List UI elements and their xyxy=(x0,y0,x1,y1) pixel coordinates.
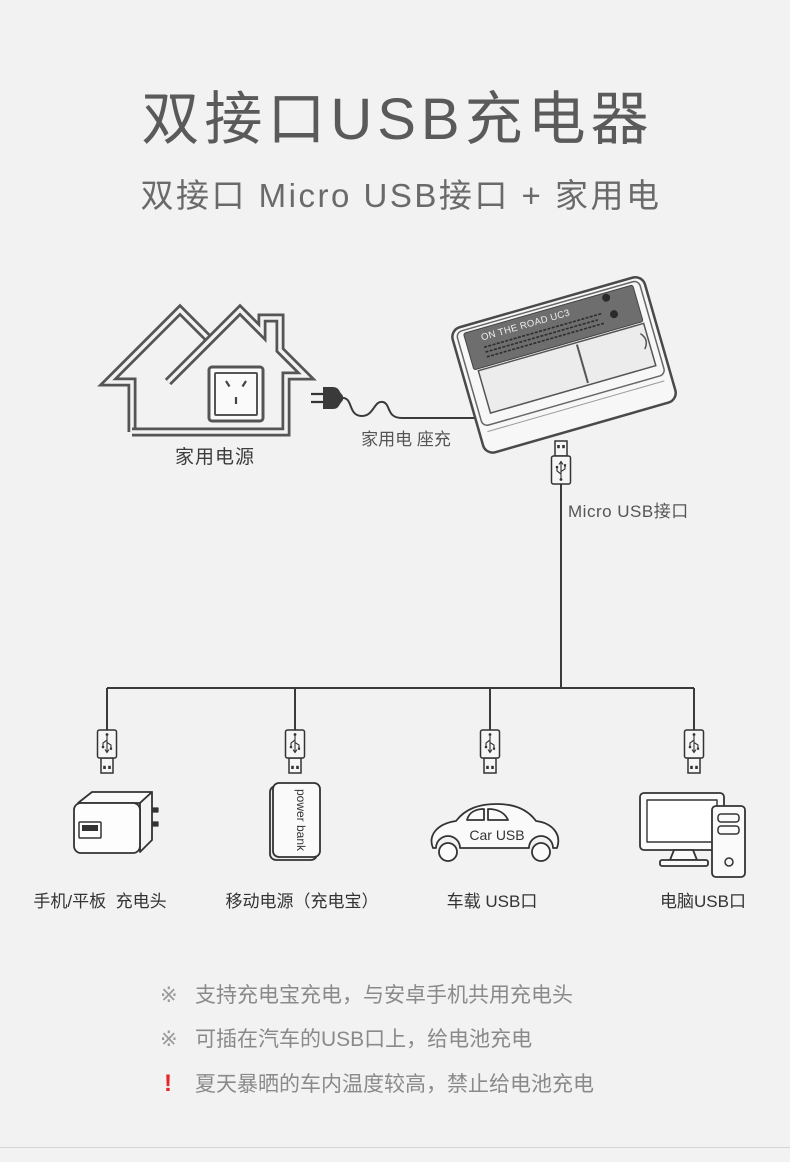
note-text: 可插在汽车的USB口上，给电池充电 xyxy=(195,1028,533,1051)
usb-plug-icon-computer xyxy=(683,729,705,774)
power-source-label: 家用电源 xyxy=(174,447,255,468)
device-label-computer: 电脑USB口 xyxy=(660,892,746,911)
wall-adapter-icon xyxy=(73,791,159,854)
charger-slot-notch xyxy=(639,333,648,350)
reference-mark-icon: ※ xyxy=(160,1028,178,1051)
charger-front-face-line xyxy=(487,380,665,433)
device-label-car: 车载 USB口 xyxy=(446,892,538,911)
wall-socket-icon xyxy=(207,365,265,423)
micro-usb-label: Micro USB接口 xyxy=(568,502,689,521)
pc-drive-bay-2 xyxy=(717,825,740,835)
power-bank-body xyxy=(272,782,321,858)
page-title: 双接口USB充电器 xyxy=(141,87,654,152)
pc-tower xyxy=(711,805,746,878)
power-cable xyxy=(342,397,476,419)
back-house-outline xyxy=(97,303,214,432)
plug-body xyxy=(323,387,343,409)
power-plug-icon xyxy=(311,387,343,409)
usb-plug-icon xyxy=(550,440,572,485)
house-outlet-icon xyxy=(97,303,317,437)
monitor-screen xyxy=(646,799,718,843)
note-item: ※ 可插在汽车的USB口上，给电池充电 xyxy=(160,1026,760,1070)
usb-plug-icon-wall-adapter xyxy=(96,729,118,774)
power-bank-icon: power bank xyxy=(269,782,321,861)
adapter-side-face xyxy=(139,791,153,853)
cable-label: 家用电 座充 xyxy=(361,430,451,449)
car-wheel-rear xyxy=(438,842,458,862)
charger-fine-print xyxy=(483,312,605,358)
pc-drive-bay-1 xyxy=(717,813,740,823)
connection-lines xyxy=(106,484,695,730)
bottom-divider xyxy=(0,1147,790,1148)
charger-slot-divider xyxy=(575,344,589,384)
notes-list: ※ 支持充电宝充电，与安卓手机共用充电头 ※ 可插在汽车的USB口上，给电池充电 !… xyxy=(160,982,760,1114)
car-window-rear xyxy=(466,808,485,821)
car-usb-text: Car USB xyxy=(469,827,524,843)
car-body xyxy=(430,803,560,849)
back-house-outline-inner xyxy=(103,307,212,432)
usb-plug-icon-car xyxy=(479,729,501,774)
adapter-usb-port-tongue xyxy=(82,825,98,831)
battery-charger-icon: ON THE ROAD UC3 xyxy=(451,275,677,454)
note-item: ※ 支持充电宝充电，与安卓手机共用充电头 xyxy=(160,982,760,1026)
device-label-wall-adapter: 手机/平板 充电头 xyxy=(33,892,167,911)
car-window-front xyxy=(487,808,509,821)
power-bank-text: power bank xyxy=(294,789,308,852)
monitor-base xyxy=(659,859,709,867)
front-house-outline-inner xyxy=(132,307,311,434)
reference-mark-icon: ※ xyxy=(160,984,178,1007)
note-text: 支持充电宝充电，与安卓手机共用充电头 xyxy=(195,984,573,1007)
computer-icon xyxy=(639,792,746,878)
page-subtitle: 双接口 Micro USB接口 + 家用电 xyxy=(140,177,662,214)
usb-plug-icon-power-bank xyxy=(284,729,306,774)
monitor-stand xyxy=(669,849,698,861)
warning-note-item: ! 夏天暴晒的车内温度较高，禁止给电池充电 xyxy=(160,1070,760,1114)
adapter-front-face xyxy=(73,802,141,854)
note-text: 夏天暴晒的车内温度较高，禁止给电池充电 xyxy=(195,1073,594,1096)
device-label-power-bank: 移动电源（充电宝） xyxy=(225,892,379,911)
charger-led-1 xyxy=(602,293,611,302)
car-wheel-front xyxy=(531,842,551,862)
pc-power-button xyxy=(724,857,734,867)
charger-lip xyxy=(456,280,665,426)
adapter-prongs xyxy=(152,807,159,827)
plug-prongs xyxy=(311,392,323,404)
charger-led-2 xyxy=(609,310,618,319)
charger-battery-slot xyxy=(477,322,657,414)
car-icon: Car USB xyxy=(430,803,560,862)
warning-exclamation-icon: ! xyxy=(164,1070,172,1097)
